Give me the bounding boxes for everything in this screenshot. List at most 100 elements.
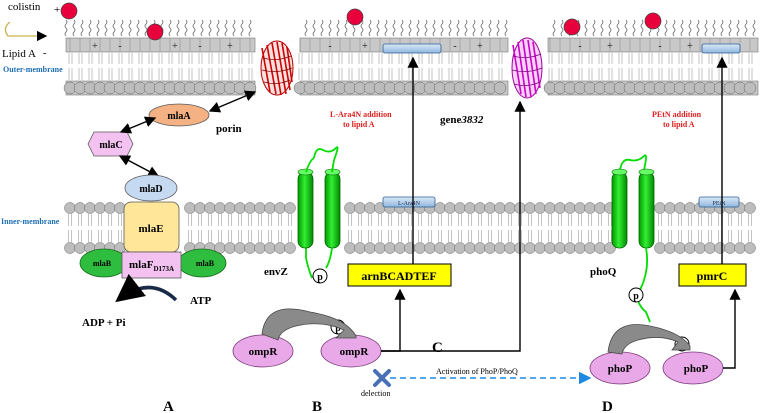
phospholipid-head xyxy=(574,242,586,254)
phospholipid-head xyxy=(284,202,296,214)
colistin-molecule xyxy=(346,8,364,26)
phospholipid-head xyxy=(254,242,266,254)
envz-phospho-label: p xyxy=(317,272,323,283)
phospholipid-head xyxy=(384,242,396,254)
phospholipid-head xyxy=(664,202,676,214)
atp-label: ATP xyxy=(190,295,211,307)
phospholipid-head xyxy=(584,242,596,254)
lps-charge-sign: - xyxy=(658,41,661,52)
phospholipid-head xyxy=(484,202,496,214)
lps-sugar-chain xyxy=(736,19,740,37)
phospholipid-head xyxy=(734,242,746,254)
phospholipid-head xyxy=(654,202,666,214)
phospholipid-head xyxy=(74,242,86,254)
phospholipid-head xyxy=(524,202,536,214)
lps-sugar-chain xyxy=(416,19,420,37)
lps-sugar-chain xyxy=(720,19,724,37)
phospholipid-head xyxy=(404,242,416,254)
phospholipid-head xyxy=(494,242,506,254)
lps-sugar-chain xyxy=(96,19,100,37)
lps-sugar-chain xyxy=(200,19,204,37)
ompr-left-protein xyxy=(232,334,294,368)
phospholipid-head xyxy=(84,202,96,214)
ompr-left-label: ompR xyxy=(249,346,279,358)
phospholipid-head xyxy=(464,202,476,214)
mlae-label: mlaE xyxy=(138,223,163,235)
phospholipid-head xyxy=(74,202,86,214)
phospholipid-head xyxy=(524,242,536,254)
lps-sugar-chain xyxy=(360,19,364,37)
panel-b-letter: B xyxy=(312,399,322,413)
phospholipid-head xyxy=(474,202,486,214)
lps-sugar-chain xyxy=(104,19,108,37)
lps-sugar-chain xyxy=(480,19,484,37)
lps-sugar-chain xyxy=(184,19,188,37)
mlaa-protein xyxy=(148,103,210,127)
phop-left-label: phoP xyxy=(608,363,633,375)
phospholipid-head xyxy=(574,202,586,214)
phoq-phospho-label: p xyxy=(633,291,639,302)
phospholipid-head xyxy=(564,202,576,214)
lps-sugar-chain xyxy=(328,19,332,37)
lps-sugar-chain xyxy=(496,19,500,37)
phospholipid-head xyxy=(244,242,256,254)
phospholipid-head xyxy=(474,242,486,254)
mlac-label: mlaC xyxy=(99,140,122,151)
phospholipid-head xyxy=(554,242,566,254)
lps-sugar-chain xyxy=(344,19,348,37)
phospholipid-head xyxy=(694,242,706,254)
phospholipid-head xyxy=(704,242,716,254)
l-ara4n-modified-lipid xyxy=(382,43,442,54)
phospholipid-head xyxy=(264,242,276,254)
phospholipid-head xyxy=(414,242,426,254)
lps-sugar-chain xyxy=(216,19,220,37)
phospholipid-head xyxy=(104,202,116,214)
inner-membrane-label: Inner-membrane xyxy=(1,217,60,226)
phospholipid-head xyxy=(504,242,516,254)
deletion-label: delection xyxy=(361,389,390,398)
phospholipid-head xyxy=(594,202,606,214)
porin-label: porin xyxy=(216,123,242,135)
phospholipid-head xyxy=(504,202,516,214)
lps-sugar-chain xyxy=(424,19,428,37)
colistin-plus: + xyxy=(54,4,60,16)
l-ara4n-note-line1: L-Ara4N addition xyxy=(330,110,392,119)
envz-phospho-circle xyxy=(312,268,328,284)
lps-sugar-chain xyxy=(712,19,716,37)
lps-charge-sign: - xyxy=(578,41,581,52)
atp-hydrolysis-arrow xyxy=(115,273,178,303)
phospholipid-head xyxy=(594,242,606,254)
phospholipid-head xyxy=(94,202,106,214)
phospholipid-head xyxy=(204,202,216,214)
phop-to-pmrc-arrow xyxy=(723,288,741,369)
phospholipid-head xyxy=(544,202,556,214)
deletion-cross-icon xyxy=(373,369,391,387)
phospholipid-head xyxy=(264,202,276,214)
lps-charge-sign: + xyxy=(227,41,233,52)
phospholipid-head xyxy=(444,242,456,254)
phospholipid-head xyxy=(444,202,456,214)
outer-membrane-label: Outer-membrane xyxy=(3,65,63,74)
envz-sensor xyxy=(297,146,341,279)
phop-phosphotransfer-arrow xyxy=(607,324,691,355)
phospholipid-head xyxy=(564,242,576,254)
phospholipid-head xyxy=(464,242,476,254)
lps-sugar-chain xyxy=(88,19,92,37)
phospholipid-head xyxy=(274,242,286,254)
lps-sugar-chain xyxy=(456,19,460,37)
lps-sugar-chain xyxy=(136,19,140,37)
panel-a-letter: A xyxy=(163,399,174,413)
lps-sugar-chain xyxy=(224,19,228,37)
phospholipid-head xyxy=(434,242,446,254)
phospholipid-head xyxy=(493,81,507,95)
phop-right-label: phoP xyxy=(684,363,709,375)
phospholipid-head xyxy=(364,202,376,214)
phospholipid-head xyxy=(454,242,466,254)
lps-charge-sign: - xyxy=(328,41,331,52)
phospholipid-head xyxy=(654,242,666,254)
colistin-molecule xyxy=(146,23,164,41)
lps-charge-sign: + xyxy=(92,41,98,52)
lps-sugar-chain xyxy=(384,19,388,37)
phospholipid-head xyxy=(354,202,366,214)
petn-modified-lipid xyxy=(701,43,741,54)
